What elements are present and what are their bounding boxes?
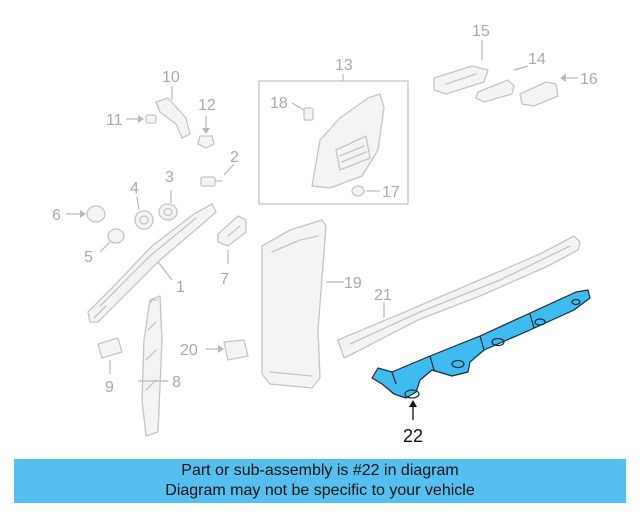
part-17-clip	[351, 185, 365, 197]
part-7-bracket	[217, 215, 247, 247]
part-15-bracket	[433, 65, 489, 95]
part-18-screw	[303, 107, 314, 121]
callout-8: 8	[172, 374, 181, 391]
part-5-clip	[107, 228, 125, 244]
callout-20: 20	[180, 342, 198, 359]
callout-22: 22	[403, 426, 423, 446]
callout-6: 6	[52, 207, 61, 224]
part-13-group-box	[258, 80, 409, 205]
callout-15: 15	[472, 23, 490, 40]
callout-19: 19	[344, 275, 362, 292]
part-1-a-pillar-trim	[87, 203, 217, 323]
callout-12: 12	[198, 97, 216, 114]
banner-line-1: Part or sub-assembly is #22 in diagram	[181, 462, 459, 479]
part-6-fastener	[86, 205, 106, 223]
part-21-sill-trim	[337, 235, 581, 359]
callout-5: 5	[84, 249, 93, 266]
part-13-pillar-cover	[311, 93, 385, 189]
callout-3: 3	[165, 169, 174, 186]
callout-7: 7	[220, 271, 229, 288]
callout-13: 13	[335, 57, 353, 74]
part-12-clip	[197, 135, 215, 149]
part-19-b-pillar-trim	[261, 219, 327, 389]
info-banner: Part or sub-assembly is #22 in diagram D…	[14, 459, 626, 503]
callout-4: 4	[130, 180, 139, 197]
banner-line-2: Diagram may not be specific to your vehi…	[165, 482, 475, 499]
part-10-bracket	[155, 97, 191, 139]
part-3-clip	[158, 203, 178, 221]
callout-2: 2	[230, 149, 239, 166]
callout-11: 11	[106, 112, 123, 129]
callout-14: 14	[528, 51, 546, 68]
part-9-cap	[97, 337, 123, 359]
callout-21: 21	[374, 287, 392, 304]
callout-16: 16	[580, 71, 598, 88]
callout-10: 10	[162, 69, 180, 86]
callout-17: 17	[382, 184, 400, 201]
part-20-clip	[223, 339, 249, 361]
part-8-pillar-strip	[141, 295, 163, 437]
callout-9: 9	[105, 379, 114, 396]
callout-1: 1	[176, 279, 185, 296]
part-22-highlighted	[371, 289, 591, 399]
part-14-bracket	[475, 79, 515, 103]
callout-18: 18	[270, 95, 288, 112]
part-2-screw	[200, 176, 223, 187]
part-16-bracket	[519, 81, 559, 107]
parts-diagram: 1 2 3 4 5 6 7 8	[52, 23, 598, 446]
part-4-grommet	[134, 210, 154, 230]
part-11-bolt	[145, 114, 157, 124]
